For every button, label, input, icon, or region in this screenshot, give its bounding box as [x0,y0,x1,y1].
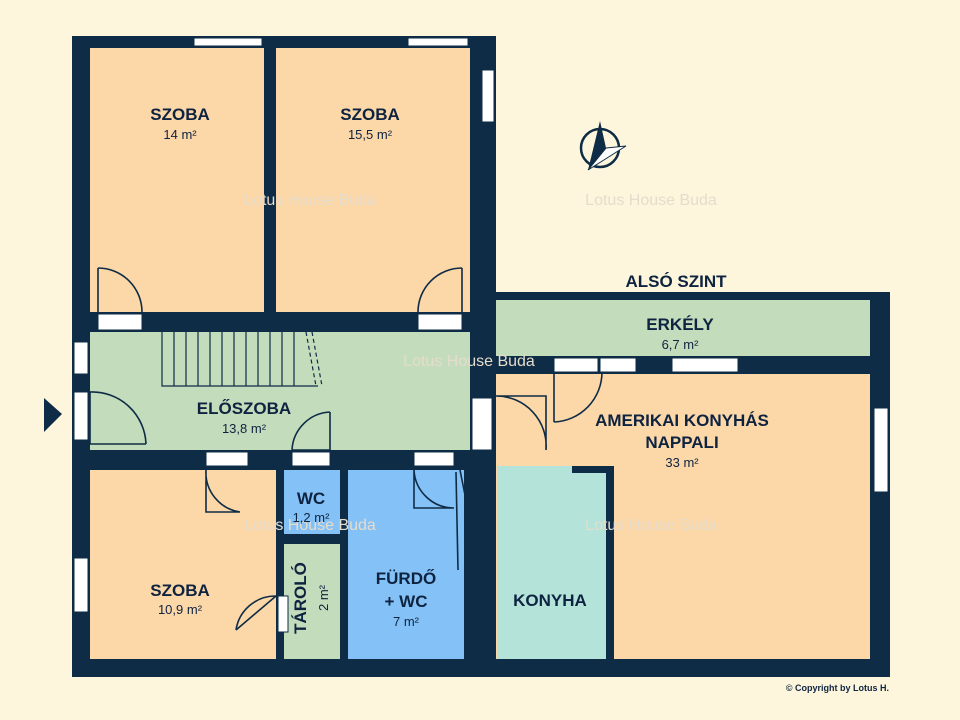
copyright-text: © Copyright by Lotus H. [786,683,889,693]
room-szoba-3-name: SZOBA [150,581,210,600]
room-konyha-name: KONYHA [513,591,587,610]
room-furdo-area: 7 m² [393,614,420,629]
watermarks: Lotus House Buda Lotus House Buda Lotus … [244,192,717,534]
window [873,407,889,493]
room-furdo-floor [346,466,468,664]
windows [73,37,889,613]
interior-walls [90,48,870,659]
watermark-text: Lotus House Buda [403,353,535,370]
room-szoba-1-area: 14 m² [163,127,197,142]
watermark-text: Lotus House Buda [244,192,376,209]
room-erkely-name: ERKÉLY [646,315,714,334]
window [599,357,637,373]
window [73,341,89,375]
window [407,37,469,47]
window [193,37,263,47]
watermark-text: Lotus House Buda [585,517,717,534]
room-erkely-area: 6,7 m² [662,337,700,352]
room-wc-name: WC [297,489,325,508]
room-szoba-3-area: 10,9 m² [158,602,203,617]
room-eloszoba-area: 13,8 m² [222,421,267,436]
room-tarolo-name: TÁROLÓ [291,562,310,634]
window [671,357,739,373]
room-tarolo-floor [282,544,340,664]
doors [73,267,603,633]
window [205,451,249,467]
room-nappali-name-line1: AMERIKAI KONYHÁS [595,411,769,430]
room-furdo-name-line1: FÜRDŐ [376,569,436,588]
room-szoba-2-floor [272,46,472,328]
room-nappali-area: 33 m² [665,455,699,470]
room-eloszoba-name: ELŐSZOBA [197,399,291,418]
room-wc-floor [282,466,340,538]
room-szoba-3-floor [82,466,278,664]
room-szoba-1-floor [82,46,272,328]
watermark-text: Lotus House Buda [585,192,717,209]
room-furdo-name-line2: + WC [385,592,428,611]
room-szoba-2-area: 15,5 m² [348,127,393,142]
level-label: ALSÓ SZINT [625,272,727,291]
entrance-arrow-icon [44,398,62,432]
room-tarolo-area: 2 m² [316,584,331,611]
room-szoba-1-name: SZOBA [150,105,210,124]
room-nappali-name-line2: NAPPALI [645,433,718,452]
room-wc-area: 1,2 m² [293,510,331,525]
room-konyha-floor [497,466,609,664]
staircase [161,331,323,387]
room-eloszoba-floor [82,328,472,458]
window [413,451,455,467]
room-szoba-2-name: SZOBA [340,105,400,124]
window [481,69,495,123]
watermark-text: Lotus House Buda [244,517,376,534]
compass-icon [579,121,627,171]
room-erkely-floor [492,300,878,358]
window [73,557,89,613]
